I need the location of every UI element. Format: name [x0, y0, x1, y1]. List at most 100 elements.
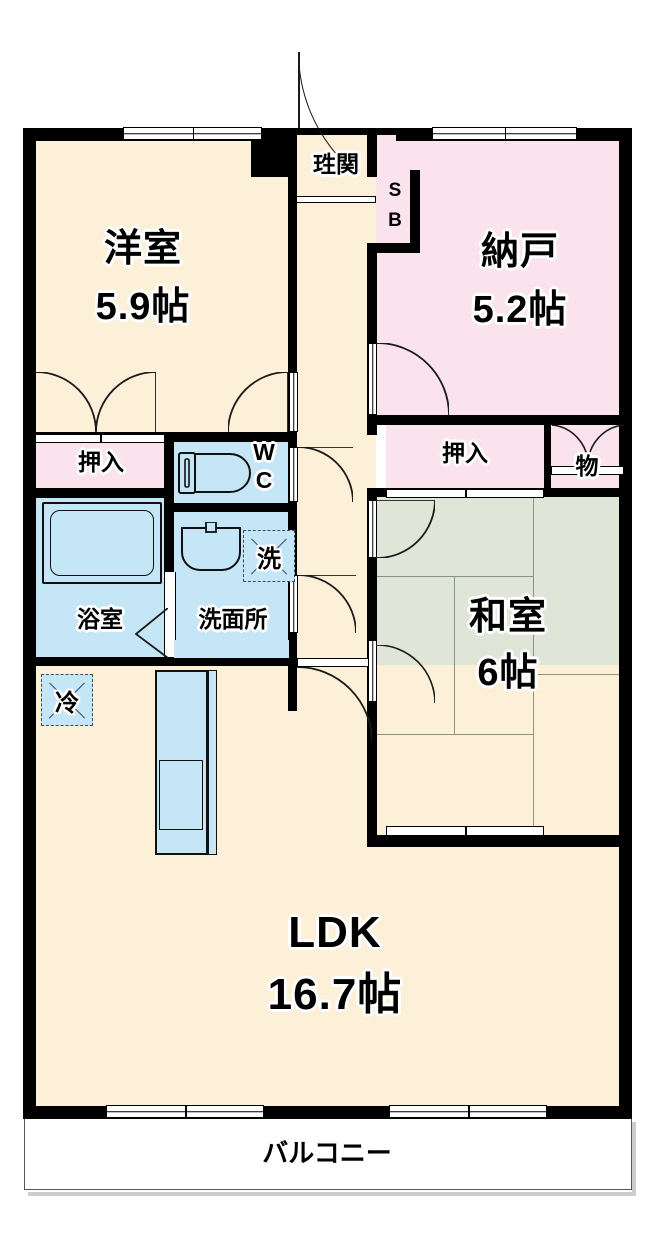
entrance-door-sill	[298, 128, 376, 130]
door-entrance[interactable]	[298, 52, 455, 209]
door-hallway-to-ldk[interactable]	[296, 666, 373, 743]
wall-wet-area-bottom	[23, 657, 297, 666]
wall-storage-left-lower	[367, 243, 377, 435]
door-western-left-leaf[interactable]	[35, 371, 97, 433]
washing-machine-icon: 洗	[243, 530, 295, 582]
toilet-fixture	[178, 452, 260, 494]
door-storage-room[interactable]	[376, 342, 450, 416]
arc-svg	[297, 446, 354, 503]
space-label-shoe-box-s: S	[388, 180, 402, 201]
tatami-mat	[376, 497, 534, 577]
wall-storage-bottom	[367, 415, 632, 425]
door-opening-washroom[interactable]	[289, 575, 298, 633]
sliding-door-closet-right[interactable]	[386, 489, 544, 498]
wall-hall-japanese	[367, 488, 377, 728]
room-label-ldk-name: LDK	[288, 908, 382, 957]
space-closet-left-fill	[35, 442, 165, 490]
space-label-storage-small: 物	[575, 453, 599, 479]
refrigerator-label: 冷	[55, 689, 79, 717]
arc-svg	[551, 424, 589, 466]
basin-svg	[181, 521, 241, 571]
space-label-closet-left: 押入	[78, 449, 124, 475]
door-opening-western-hallway[interactable]	[289, 372, 298, 432]
space-label-balcony: バルコニー	[262, 1138, 392, 1168]
kitchen-sink	[159, 760, 203, 830]
space-label-closet-right: 押入	[442, 440, 488, 466]
door-storage-small-right[interactable]	[587, 424, 625, 466]
toilet-svg	[178, 452, 251, 494]
wall-sb-right	[410, 170, 420, 252]
space-label-shoe-box-b: B	[388, 210, 402, 231]
arc-svg	[297, 574, 357, 634]
wall-wc-bottom	[164, 503, 294, 512]
door-western-right-leaf[interactable]	[95, 371, 157, 433]
wall-western-right	[288, 135, 297, 435]
room-label-western-name: 洋室	[103, 228, 182, 270]
entrance-step-line	[296, 196, 376, 203]
door-bath-folding[interactable]	[110, 607, 169, 660]
room-label-japanese-size: 6帖	[477, 652, 539, 694]
sliding-door-japanese-to-ldk[interactable]	[386, 826, 544, 836]
window-storage-room[interactable]	[432, 127, 577, 140]
room-label-storage-size: 5.2帖	[472, 289, 568, 331]
arc-svg	[587, 424, 625, 466]
door-toilet[interactable]	[297, 446, 354, 503]
space-label-entrance: 珄関	[313, 151, 359, 177]
wall-wc-left	[164, 432, 174, 512]
space-label-toilet-c: C	[255, 467, 273, 493]
door-opening-wc[interactable]	[289, 447, 298, 502]
tatami-mat	[376, 577, 455, 735]
space-label-toilet-w: W	[253, 439, 275, 465]
wall-japanese-left-lower	[367, 700, 377, 845]
balcony-outer-shadow-side	[632, 1122, 636, 1196]
arc-svg	[227, 371, 289, 433]
wall-closet-left-bottom	[23, 488, 173, 498]
door-opening-japanese-left[interactable]	[368, 500, 377, 558]
window-western-room[interactable]	[123, 127, 262, 140]
sliding-door-storage-small[interactable]	[551, 466, 624, 475]
arc-svg	[376, 644, 436, 704]
wall-bath-washroom-divider	[164, 572, 176, 665]
sliding-door-hallway-ldk[interactable]	[297, 658, 372, 667]
kitchen-counter-top-strip	[174, 640, 289, 658]
room-label-japanese-name: 和室	[468, 596, 547, 638]
space-label-washroom: 洗面所	[198, 606, 268, 632]
window-ldk-left[interactable]	[106, 1105, 264, 1118]
arc-svg	[376, 342, 450, 416]
room-label-ldk-size: 16.7帖	[267, 970, 403, 1019]
room-ldk-fill	[35, 665, 624, 1111]
space-label-bath: 浴室	[77, 606, 123, 632]
wall-washroom-left	[164, 512, 174, 572]
wall-hallway-right	[288, 665, 297, 711]
door-washroom[interactable]	[297, 574, 357, 634]
balcony-outer-shadow	[28, 1192, 636, 1196]
wall-storage-left-upper	[367, 135, 377, 177]
door-opening-japanese-left-lower[interactable]	[368, 640, 377, 702]
door-storage-small-left[interactable]	[551, 424, 589, 466]
arc-svg	[376, 499, 436, 559]
wall-exterior-right	[619, 128, 632, 1119]
door-western-to-hallway[interactable]	[227, 371, 289, 433]
space-closet-right-fill	[386, 425, 544, 488]
refrigerator-icon: 冷	[41, 674, 93, 726]
space-hallway-fill	[296, 205, 376, 705]
arc-svg	[95, 371, 157, 433]
tatami-mat	[376, 735, 534, 835]
door-opening-storage-room[interactable]	[368, 343, 377, 415]
sliding-door-closet-left[interactable]	[35, 434, 165, 443]
wall-japanese-bottom	[367, 835, 632, 847]
arc-svg	[296, 666, 373, 743]
window-ldk-right[interactable]	[389, 1105, 547, 1118]
wall-exterior-left	[23, 128, 36, 1119]
washing-machine-label: 洗	[257, 545, 281, 573]
wash-basin	[180, 521, 242, 574]
room-label-storage-name: 納戸	[480, 231, 559, 273]
room-label-western-size: 5.9帖	[95, 286, 191, 328]
folding-door-svg	[134, 607, 169, 659]
arc-svg	[35, 371, 97, 433]
door-japanese-room[interactable]	[376, 499, 436, 559]
tatami-mat	[534, 497, 624, 675]
wall-sb-bottom	[367, 243, 420, 253]
door-japanese-to-hallway[interactable]	[376, 644, 436, 704]
